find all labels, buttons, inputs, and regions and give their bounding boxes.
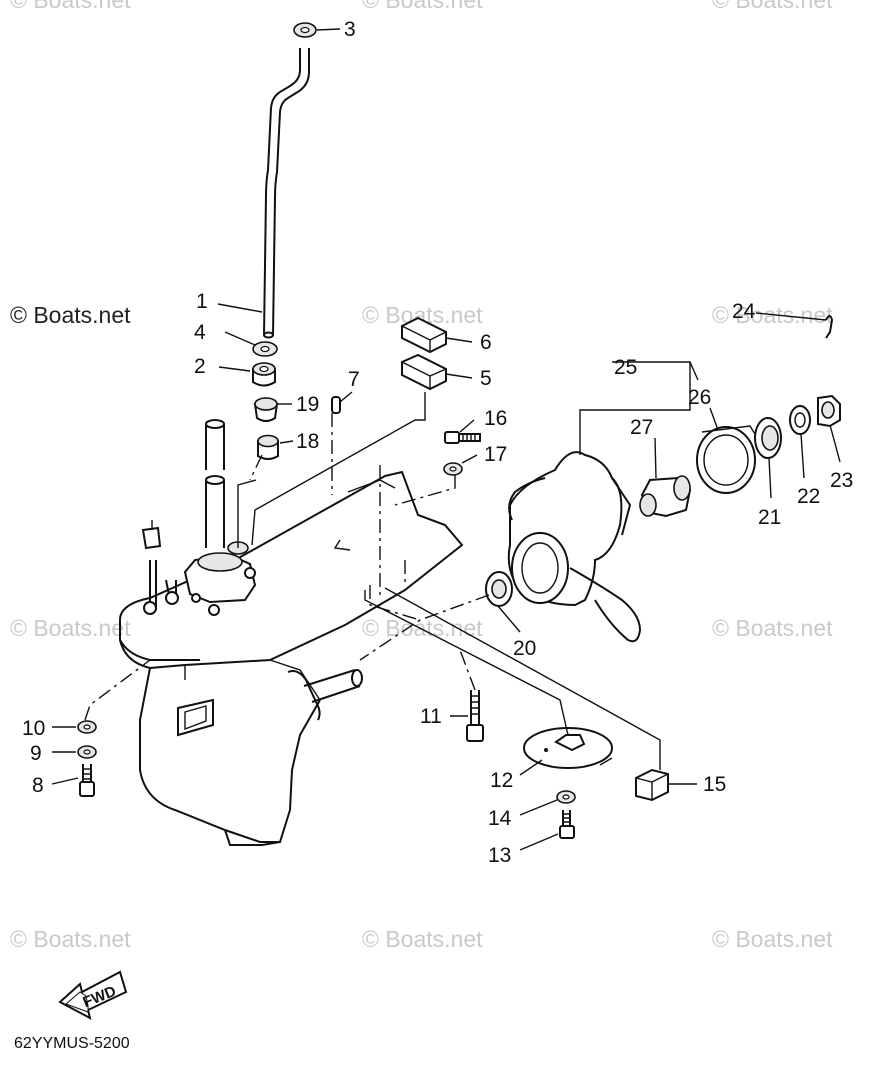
callout-2: 2 [194, 355, 206, 378]
bolt-16 [444, 431, 481, 444]
callout-14: 14 [488, 807, 512, 830]
shift-rod [263, 48, 310, 339]
watermark-top-right: © Boats.net [712, 0, 833, 13]
callout-25: 25 [614, 356, 637, 379]
watermark-lower-right: © Boats.net [712, 615, 833, 641]
callout-3: 3 [344, 18, 356, 41]
callout-22: 22 [797, 485, 820, 508]
callout-15: 15 [703, 773, 726, 796]
callout-21: 21 [758, 506, 781, 529]
watermark-lower-left: © Boats.net [10, 615, 131, 641]
bolt-13 [559, 810, 575, 839]
callout-5: 5 [480, 367, 492, 390]
cotter-pin-24 [825, 315, 834, 339]
callout-18: 18 [296, 430, 319, 453]
grommet-3 [293, 22, 317, 38]
pin-7 [331, 396, 341, 414]
spacer-27 [639, 475, 692, 518]
leader-lines [51, 28, 841, 851]
washer-14 [556, 790, 576, 804]
assembly-lines [84, 413, 490, 721]
callouts: 1 2 3 4 5 6 7 8 9 10 11 12 13 14 15 16 1… [22, 18, 853, 867]
callout-17: 17 [484, 443, 507, 466]
callout-16: 16 [484, 407, 507, 430]
callout-6: 6 [480, 331, 492, 354]
bushing-19 [253, 397, 279, 422]
nut-23 [817, 394, 841, 428]
callout-8: 8 [32, 774, 44, 797]
bolt-11 [466, 690, 484, 742]
callout-9: 9 [30, 742, 42, 765]
callout-26: 26 [688, 386, 711, 409]
washer-10 [77, 720, 97, 734]
plate-6 [401, 316, 447, 354]
propeller-25 [507, 451, 642, 643]
collar-18 [257, 434, 279, 460]
washer-4 [252, 341, 278, 357]
fwd-arrow-icon: FWD [58, 970, 128, 1020]
plate-5 [401, 353, 447, 391]
watermark-bottom-center: © Boats.net [362, 926, 483, 952]
watermark-mid-left: © Boats.net [10, 302, 131, 328]
callout-23: 23 [830, 469, 853, 492]
grommet-2 [252, 362, 276, 387]
callout-12: 12 [490, 769, 513, 792]
spacer-21 [754, 417, 782, 459]
callout-10: 10 [22, 717, 45, 740]
diagram-code: 62YYMUS-5200 [14, 1035, 130, 1052]
washer-9 [77, 745, 97, 759]
watermark-bottom-left: © Boats.net [10, 926, 131, 952]
trim-tab-12 [523, 727, 613, 769]
callout-27: 27 [630, 416, 653, 439]
connector-lines [237, 361, 699, 770]
oil-seal-20 [485, 571, 513, 607]
watermark-bottom-right: © Boats.net [712, 926, 833, 952]
washer-22 [789, 405, 811, 435]
callout-1: 1 [196, 290, 208, 313]
callout-24: 24 [732, 300, 756, 323]
callout-11: 11 [420, 705, 442, 728]
watermark-top-left: © Boats.net [10, 0, 131, 13]
callout-19: 19 [296, 393, 319, 416]
watermark-lower-center: © Boats.net [362, 615, 483, 641]
washer-17 [443, 462, 463, 476]
callout-4: 4 [194, 321, 206, 344]
callout-13: 13 [488, 844, 511, 867]
anode-15 [635, 768, 669, 802]
bolt-8 [79, 764, 95, 797]
watermark-top-center: © Boats.net [362, 0, 483, 13]
fwd-label: FWD [81, 983, 119, 1012]
bushing-26 [696, 425, 756, 494]
callout-20: 20 [513, 637, 536, 660]
callout-7: 7 [348, 368, 360, 391]
